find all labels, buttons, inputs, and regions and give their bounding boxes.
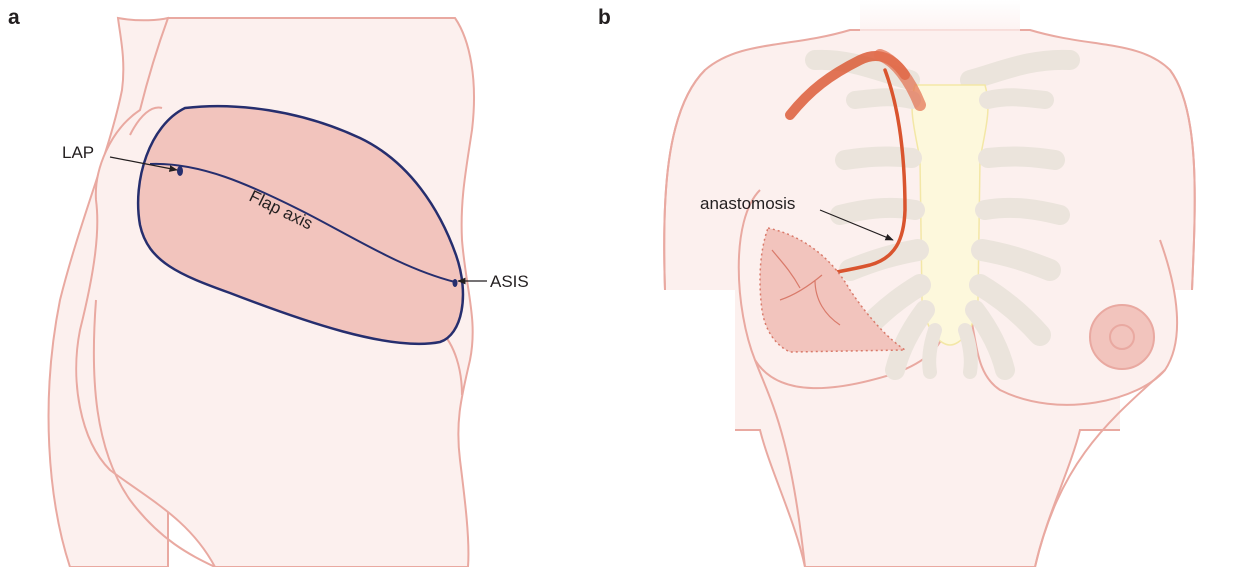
- nipple: [1110, 325, 1134, 349]
- asis-label: ASIS: [490, 272, 529, 291]
- lap-label: LAP: [62, 143, 94, 162]
- anastomosis-label: anastomosis: [700, 194, 795, 213]
- neck-fade: [860, 0, 1020, 40]
- panel-a-figure: LAP ASIS Flap axis: [49, 18, 529, 567]
- lap-marker: [177, 166, 183, 176]
- panel-b-figure: anastomosis: [640, 0, 1238, 567]
- left-bg: [640, 290, 735, 567]
- asis-marker: [453, 279, 458, 287]
